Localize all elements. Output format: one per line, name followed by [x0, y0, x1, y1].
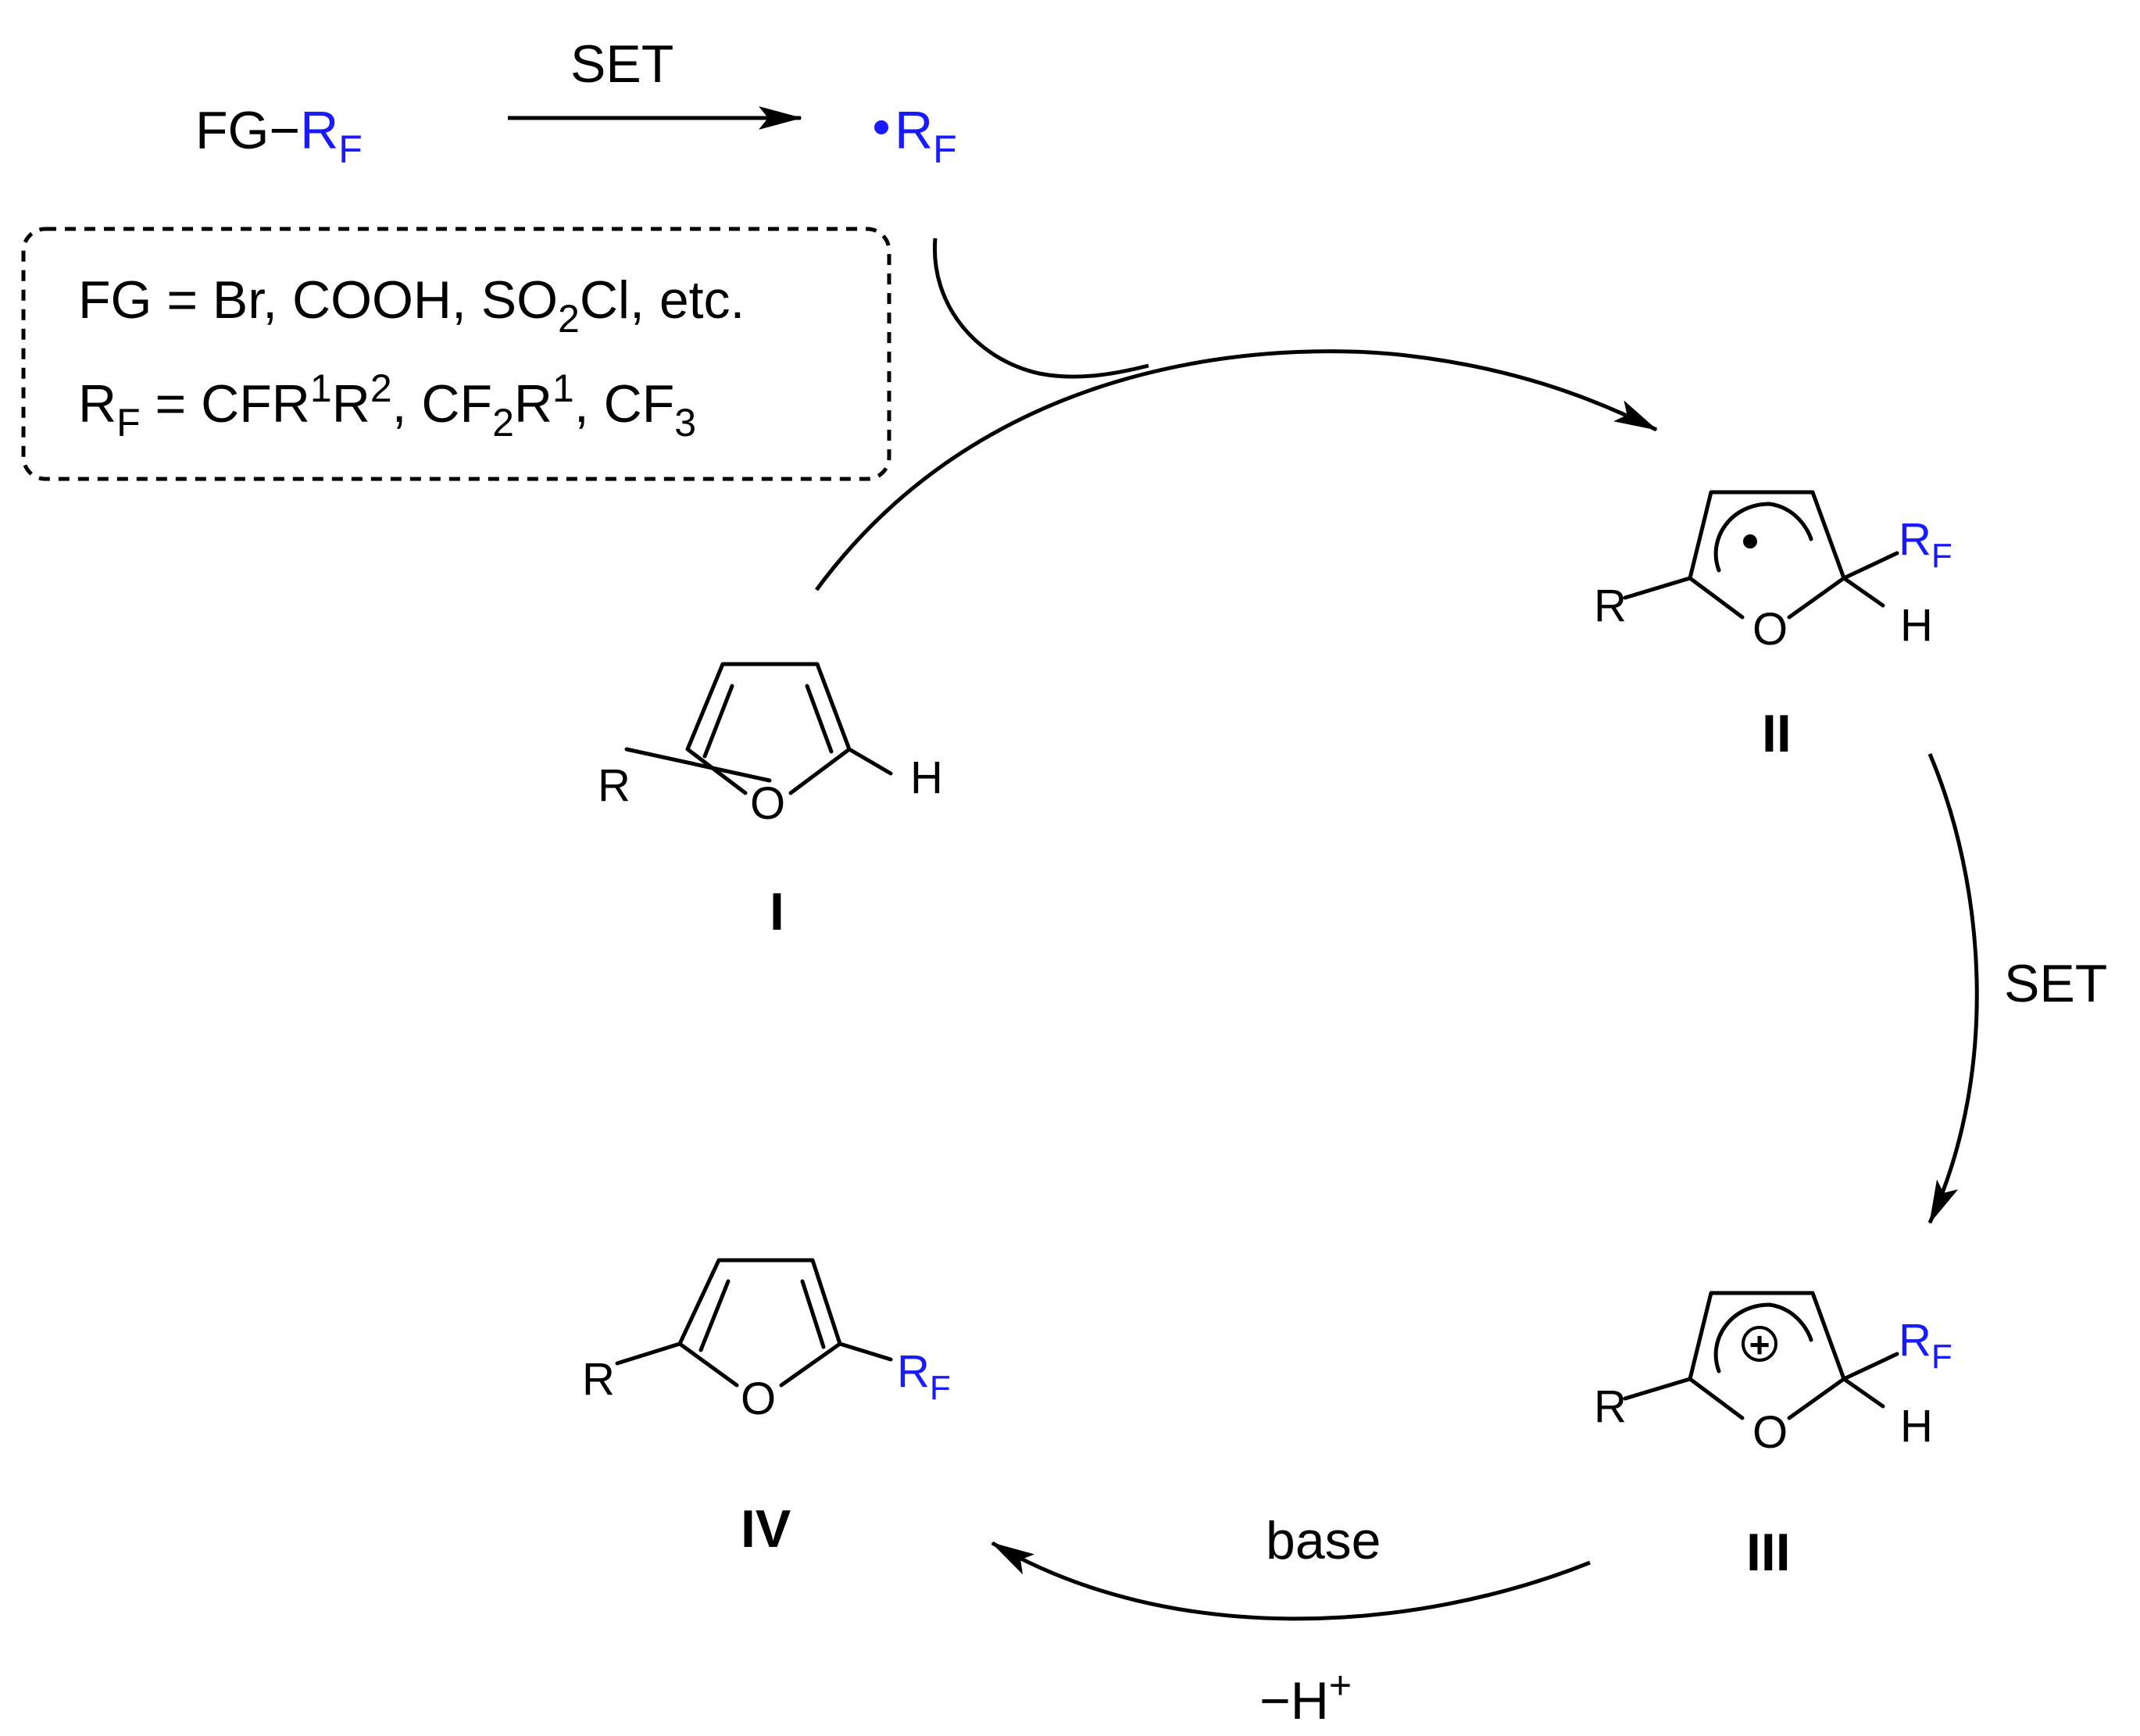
legend-line-rf: RF = CFR1R2, CF2R1, CF3: [78, 366, 696, 445]
compound-ii-o: O: [1752, 604, 1788, 655]
base-label: base: [1266, 1511, 1381, 1570]
legend-line-fg: FG = Br, COOH, SO2Cl, etc.: [78, 270, 745, 341]
compound-iii-label: III: [1746, 1523, 1791, 1582]
legend-dashed-border: [21, 227, 891, 481]
compound-ii-r: R: [1594, 580, 1627, 631]
arc-arrow-i-to-ii: [814, 349, 1658, 591]
legend-box: FG = Br, COOH, SO2Cl, etc. RF = CFR1R2, …: [21, 227, 891, 481]
compound-iii-r: R: [1594, 1381, 1627, 1432]
furan-iv-double-bonds: [698, 1279, 826, 1352]
compound-iii-o: O: [1752, 1407, 1788, 1458]
reagent-fg-label: FG−: [195, 101, 300, 160]
compound-iv-r: R: [582, 1354, 615, 1405]
compound-ii-h: H: [1900, 600, 1933, 651]
compound-iii: + R O H RF III: [1594, 1291, 1952, 1582]
furan-i-double-bonds: [702, 684, 834, 759]
furan-ii-radical-dot: [1743, 534, 1757, 548]
set-arrow-top: SET: [508, 34, 802, 130]
compound-i-label: I: [770, 882, 784, 941]
compound-i: R O H I: [598, 662, 943, 941]
furan-iii-charge: +: [1749, 1324, 1770, 1365]
reagent-rf-subscript: F: [338, 127, 363, 171]
furan-ii-ring: [1688, 490, 1846, 620]
furan-i-substituent-bonds: [624, 747, 893, 783]
reagent-fg-rf: FG−RF: [195, 101, 363, 171]
arc-arrow-ii-to-iii: [1927, 753, 1979, 1224]
compound-iv-o: O: [741, 1373, 776, 1424]
radical-rf-subscript: F: [933, 127, 957, 171]
radical-dot: [874, 120, 888, 134]
radical-rf-label: R: [895, 101, 933, 160]
compound-iii-rf: RF: [1899, 1315, 1952, 1376]
compound-i-h: H: [910, 752, 943, 803]
furan-iv-substituent-bonds: [615, 1341, 893, 1366]
compound-iii-h: H: [1900, 1401, 1933, 1452]
furan-iii-substituent-bonds: [1623, 1352, 1899, 1409]
compound-i-o: O: [750, 778, 785, 829]
compound-ii-label: II: [1762, 704, 1792, 763]
furan-ii-delocalization-arc: [1713, 502, 1813, 573]
arc-arrow-iii-to-iv: [991, 1541, 1591, 1621]
furan-i-ring: [685, 662, 852, 795]
rf-radical: RF: [874, 101, 957, 171]
minus-h-plus-label: −H+: [1259, 1663, 1352, 1731]
reagent-rf-label: R: [300, 101, 338, 160]
compound-ii-rf: RF: [1899, 514, 1952, 575]
set-arrow-top-label: SET: [570, 34, 673, 94]
svg-text:FG−RF: FG−RF: [195, 101, 363, 171]
svg-text:RF: RF: [895, 101, 957, 171]
compound-ii: R O H RF II: [1594, 490, 1952, 763]
compound-iv-label: IV: [741, 1499, 791, 1559]
furan-iii-charge-circle: [1742, 1326, 1777, 1362]
set-label-right: SET: [2004, 954, 2107, 1013]
compound-iv-rf: RF: [897, 1346, 951, 1407]
compound-iv: R O RF IV: [582, 1258, 951, 1559]
radical-entry-curve: [932, 238, 1149, 379]
compound-i-r: R: [598, 760, 631, 811]
furan-iii-delocalization-arc: [1713, 1302, 1813, 1373]
furan-ii-substituent-bonds: [1623, 551, 1899, 608]
